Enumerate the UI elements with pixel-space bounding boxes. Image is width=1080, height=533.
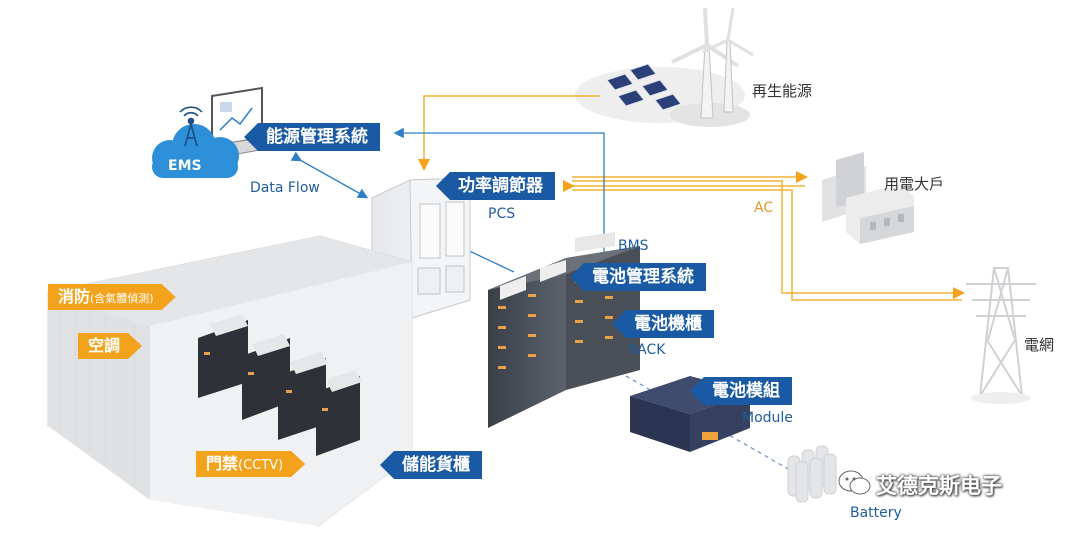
rack-tag: 電池機櫃 — [612, 310, 714, 338]
data-flow-label: Data Flow — [250, 180, 320, 196]
wechat-icon — [838, 470, 871, 495]
container-tag: 儲能貨櫃 — [380, 451, 482, 479]
large-user-label: 用電大戶 — [884, 175, 945, 193]
antenna-icon — [179, 106, 203, 147]
storage-container — [47, 235, 413, 527]
wind-turbine-icon — [671, 7, 754, 119]
ems-badge: EMS — [168, 158, 202, 174]
fire-tag: 消防(含氣體偵測) — [48, 284, 176, 310]
access-tag: 門禁(CCTV) — [196, 451, 305, 477]
renewable-energy-group — [575, 7, 754, 127]
bms-caption: BMS — [618, 238, 649, 254]
renewable-label: 再生能源 — [752, 82, 813, 100]
pcs-caption: PCS — [488, 206, 516, 222]
module-tag: 電池模組 — [690, 377, 792, 405]
power-tower-icon — [966, 267, 1036, 404]
pcs-tag: 功率調節器 — [436, 172, 555, 200]
grid-label: 電網 — [1024, 336, 1055, 354]
ems-cloud-icon — [152, 124, 239, 178]
fire-sub-label: (含氣體偵測) — [90, 292, 154, 305]
solar-panel-icon — [606, 63, 682, 111]
bms-tag: 電池管理系統 — [570, 263, 706, 291]
aircon-tag: 空調 — [78, 333, 142, 359]
building-icon — [822, 152, 914, 244]
watermark-text: 艾德克斯电子 — [876, 474, 1002, 498]
battery-caption: Battery — [850, 505, 902, 521]
ac-label: AC — [754, 200, 774, 216]
battery-rack-group — [488, 232, 640, 428]
access-label: 門禁 — [206, 454, 239, 473]
battery-cell-icon — [787, 445, 837, 503]
module-caption: Module — [742, 410, 793, 426]
access-sub-label: (CCTV) — [238, 458, 284, 473]
rack-caption: RACK — [628, 342, 666, 358]
fire-label: 消防 — [58, 287, 91, 306]
ems-tag: 能源管理系統 — [244, 123, 380, 151]
